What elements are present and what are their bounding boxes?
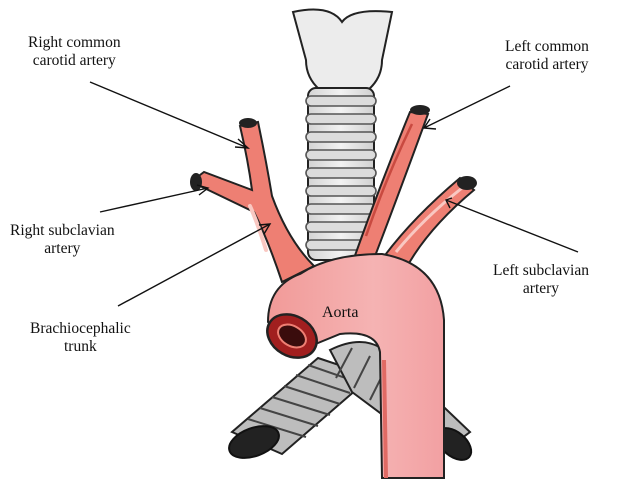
leader-left-subclavian (446, 200, 578, 252)
right-subclavian-opening (190, 173, 202, 191)
leader-right-common-carotid (90, 82, 248, 148)
label-brachiocephalic: Brachiocephalic trunk (30, 320, 131, 356)
left-subclavian-opening (457, 176, 477, 190)
aorta-descending-edge (384, 360, 386, 478)
leader-brachiocephalic (118, 224, 270, 306)
label-line: carotid artery (28, 52, 121, 70)
label-left-subclavian: Left subclavian artery (493, 262, 589, 298)
label-line: trunk (30, 338, 131, 356)
label-aorta: Aorta (322, 304, 358, 322)
label-right-subclavian: Right subclavian artery (10, 222, 115, 258)
right-common-carotid-opening (239, 118, 257, 128)
label-line: Right subclavian (10, 222, 115, 240)
brachiocephalic-trunk-shape (196, 122, 314, 282)
larynx-cartilage (293, 10, 392, 90)
label-right-common-carotid: Right common carotid artery (28, 34, 121, 70)
label-line: Left subclavian (493, 262, 589, 280)
leader-right-subclavian (100, 188, 208, 212)
label-line: carotid artery (505, 56, 589, 74)
left-common-carotid-opening (410, 105, 430, 115)
label-line: Brachiocephalic (30, 320, 131, 338)
leader-left-common-carotid (424, 86, 510, 128)
label-line: Left common (505, 38, 589, 56)
label-left-common-carotid: Left common carotid artery (505, 38, 589, 74)
label-line: artery (493, 280, 589, 298)
label-line: Right common (28, 34, 121, 52)
label-line: artery (10, 240, 115, 258)
